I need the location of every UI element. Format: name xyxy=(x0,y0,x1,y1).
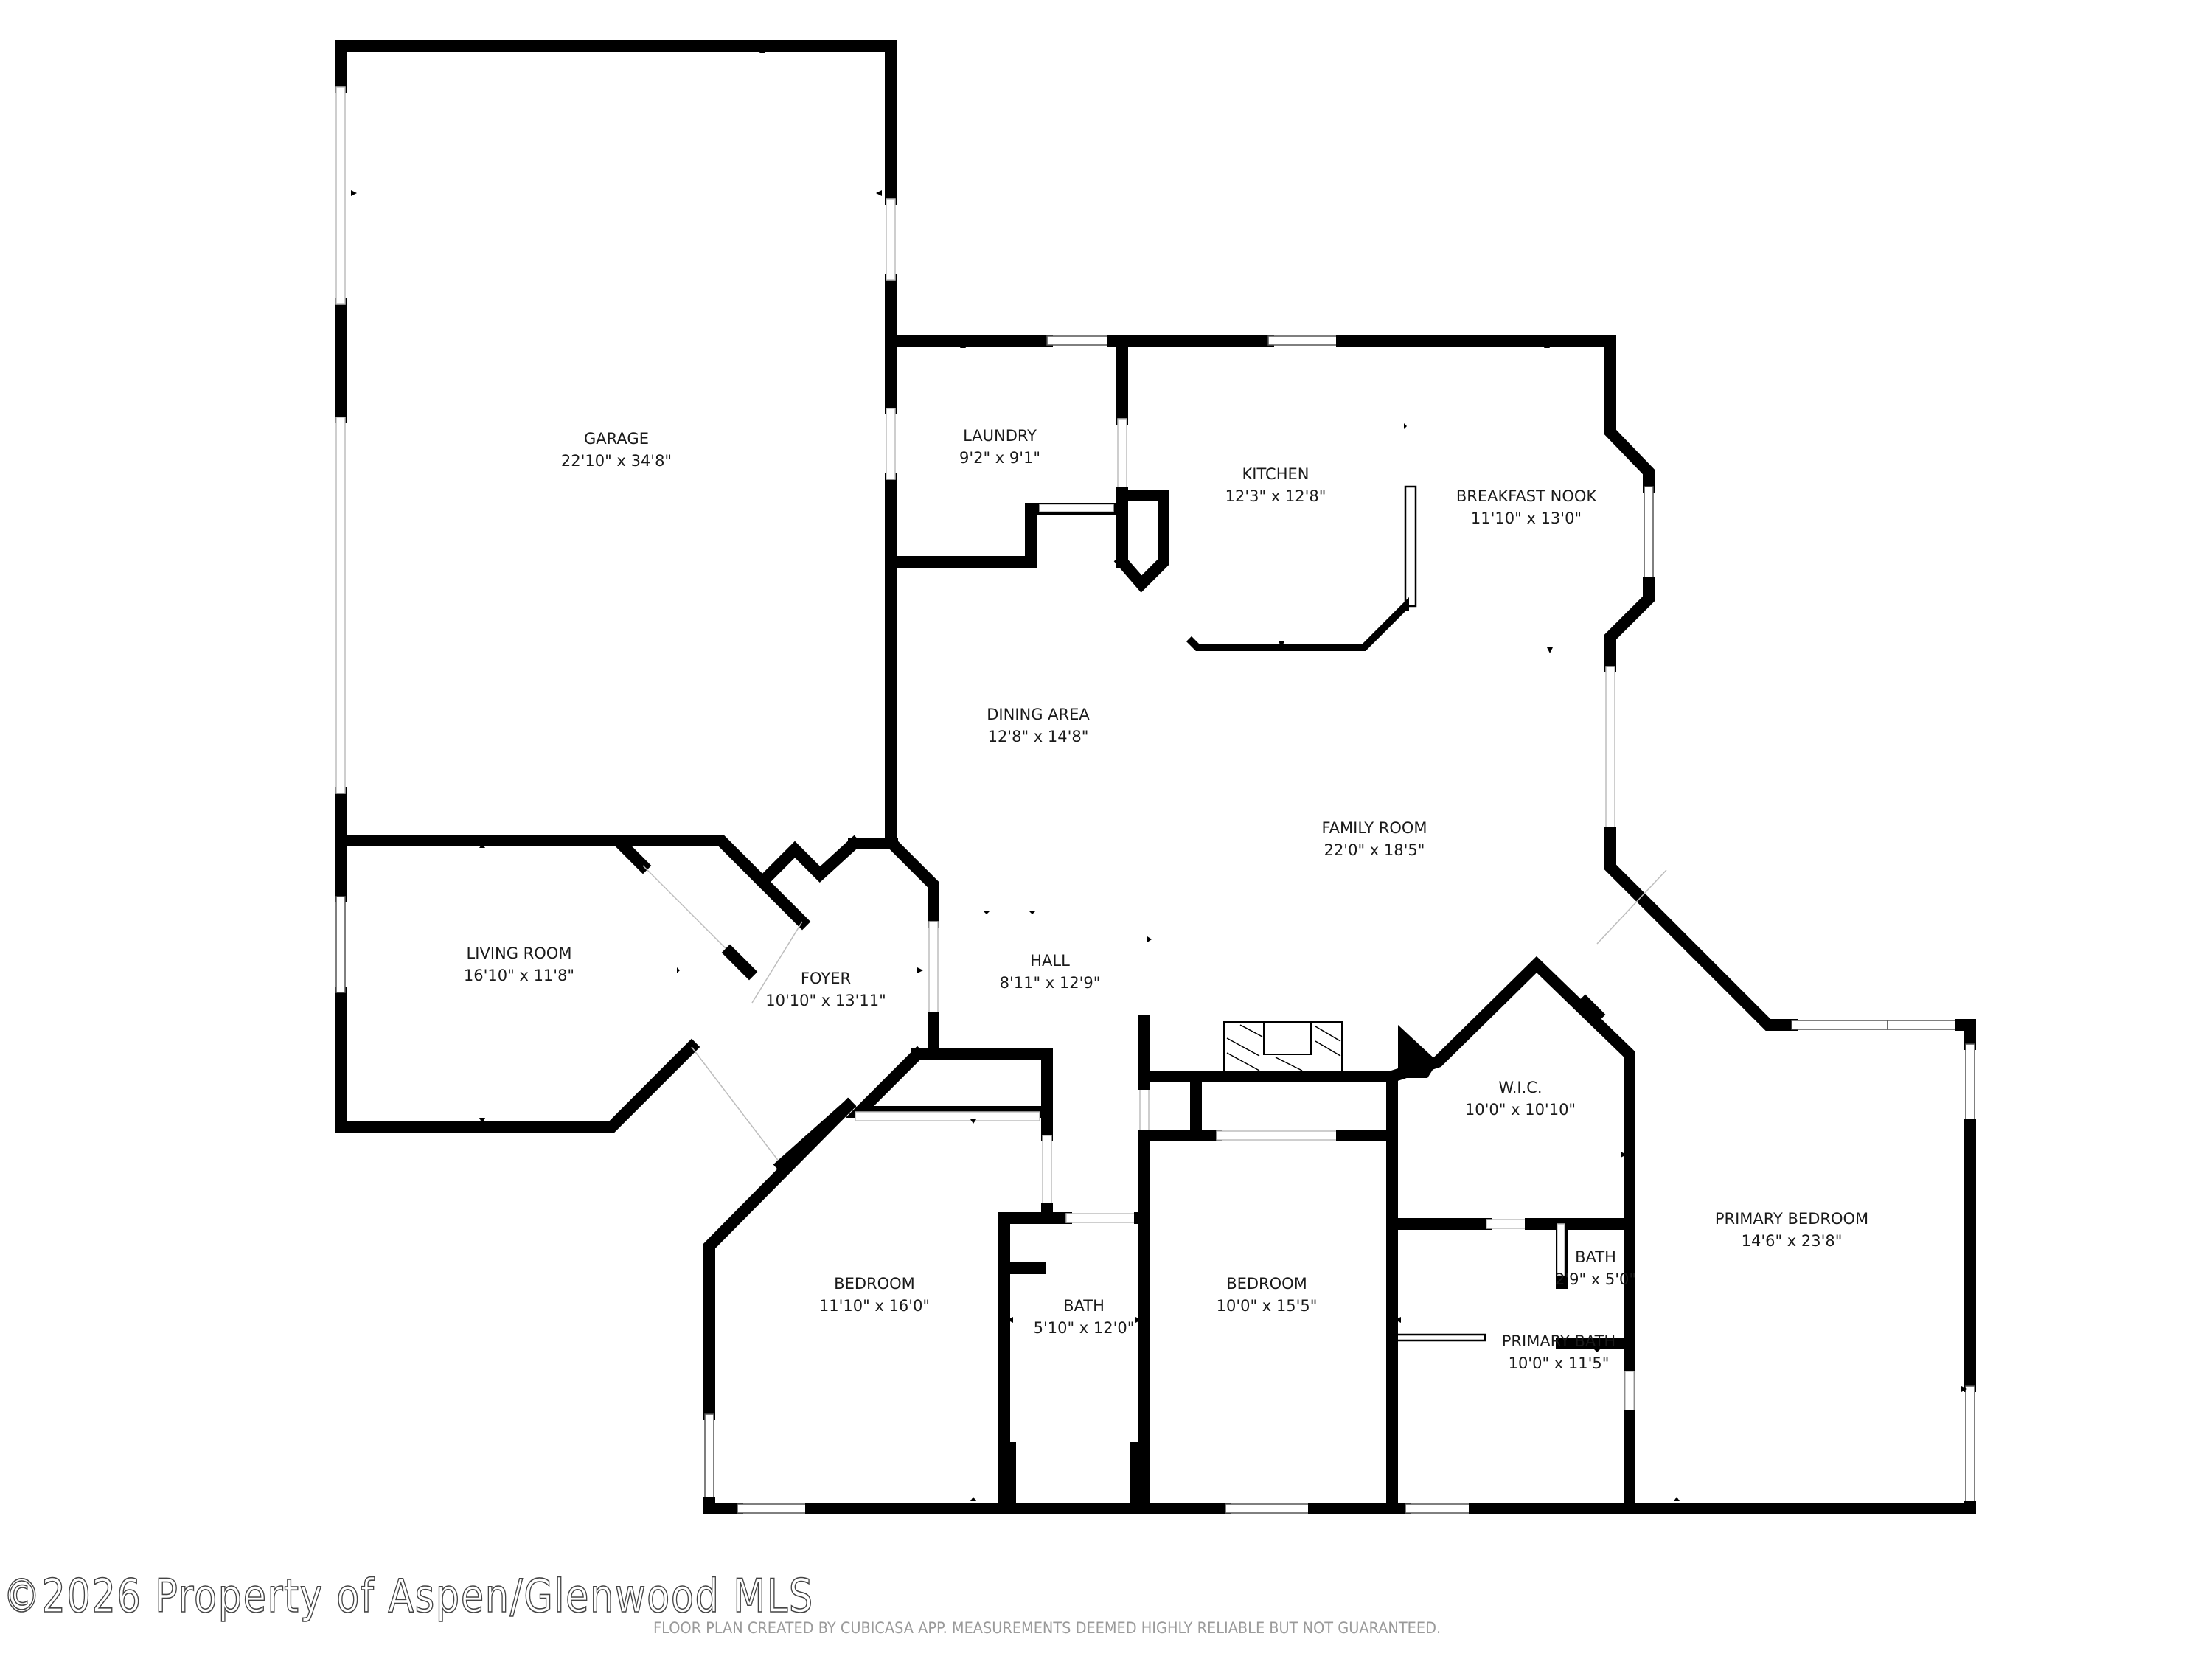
room-label-wic: W.I.C. 10'0" x 10'10" xyxy=(1465,1077,1576,1121)
room-label-dining-area: DINING AREA 12'8" x 14'8" xyxy=(987,703,1090,748)
room-dimensions: 2'9" x 5'0" xyxy=(1554,1270,1637,1288)
dimension-ticks xyxy=(351,47,1967,1501)
room-label-primary-bath-wc: BATH 2'9" x 5'0" xyxy=(1555,1246,1636,1290)
room-name: GARAGE xyxy=(584,430,649,448)
room-name: KITCHEN xyxy=(1242,465,1310,483)
room-name: BEDROOM xyxy=(834,1275,915,1293)
room-label-living-room: LIVING ROOM 16'10" x 11'8" xyxy=(464,942,574,987)
room-name: LIVING ROOM xyxy=(466,945,572,962)
room-label-bedroom-3: BEDROOM 10'0" x 15'5" xyxy=(1217,1273,1318,1317)
room-label-primary-bath: PRIMARY BATH 10'0" x 11'5" xyxy=(1502,1330,1615,1374)
fireplace-icon xyxy=(1223,1021,1343,1073)
room-label-kitchen: KITCHEN 12'3" x 12'8" xyxy=(1225,463,1326,507)
room-dimensions: 10'0" x 11'5" xyxy=(1508,1354,1610,1372)
room-label-breakfast-nook: BREAKFAST NOOK 11'10" x 13'0" xyxy=(1456,485,1596,529)
room-dimensions: 22'10" x 34'8" xyxy=(560,452,672,470)
room-name: LAUNDRY xyxy=(963,427,1037,445)
room-dimensions: 10'0" x 15'5" xyxy=(1216,1297,1318,1315)
interior-walls xyxy=(703,869,1667,1514)
room-label-family-room: FAMILY ROOM 22'0" x 18'5" xyxy=(1321,817,1427,861)
room-name: W.I.C. xyxy=(1498,1079,1543,1096)
room-dimensions: 12'3" x 12'8" xyxy=(1225,487,1326,505)
room-dimensions: 10'10" x 13'11" xyxy=(765,992,886,1009)
room-dimensions: 9'2" x 9'1" xyxy=(959,449,1041,467)
room-name: BATH xyxy=(1063,1297,1105,1315)
kitchen-walls xyxy=(885,335,1976,1514)
room-name: PRIMARY BEDROOM xyxy=(1714,1210,1869,1228)
room-dimensions: 11'10" x 16'0" xyxy=(818,1297,931,1315)
room-dimensions: 22'0" x 18'5" xyxy=(1324,841,1425,859)
room-name: PRIMARY BATH xyxy=(1501,1332,1616,1350)
room-name: BREAKFAST NOOK xyxy=(1455,487,1597,505)
room-dimensions: 5'10" x 12'0" xyxy=(1033,1319,1135,1337)
room-label-foyer: FOYER 10'10" x 13'11" xyxy=(765,967,886,1012)
room-label-hall: HALL 8'11" x 12'9" xyxy=(1000,950,1101,994)
room-label-laundry: LAUNDRY 9'2" x 9'1" xyxy=(959,425,1040,469)
room-name: FOYER xyxy=(800,970,852,987)
room-dimensions: 16'10" x 11'8" xyxy=(463,967,575,984)
room-label-bath-2: BATH 5'10" x 12'0" xyxy=(1034,1295,1135,1339)
garage-walls xyxy=(335,40,897,849)
room-name: DINING AREA xyxy=(987,706,1090,723)
room-dimensions: 11'10" x 13'0" xyxy=(1470,509,1582,527)
room-name: BATH xyxy=(1575,1248,1616,1266)
room-dimensions: 10'0" x 10'10" xyxy=(1464,1101,1576,1119)
living-room-walls xyxy=(335,835,863,1133)
room-label-primary-bedroom: PRIMARY BEDROOM 14'6" x 23'8" xyxy=(1715,1208,1868,1252)
copyright-watermark: ©2026 Property of Aspen/Glenwood MLS xyxy=(2,1568,814,1624)
floor-plan-disclaimer: FLOOR PLAN CREATED BY CUBICASA APP. MEAS… xyxy=(653,1619,1441,1637)
room-name: FAMILY ROOM xyxy=(1321,819,1427,837)
room-dimensions: 14'6" x 23'8" xyxy=(1741,1232,1843,1250)
room-dimensions: 12'8" x 14'8" xyxy=(987,728,1089,745)
room-name: HALL xyxy=(1030,952,1070,970)
room-label-bedroom-2: BEDROOM 11'10" x 16'0" xyxy=(819,1273,930,1317)
room-name: BEDROOM xyxy=(1226,1275,1307,1293)
room-label-garage: GARAGE 22'10" x 34'8" xyxy=(561,428,672,472)
room-dimensions: 8'11" x 12'9" xyxy=(999,974,1101,992)
